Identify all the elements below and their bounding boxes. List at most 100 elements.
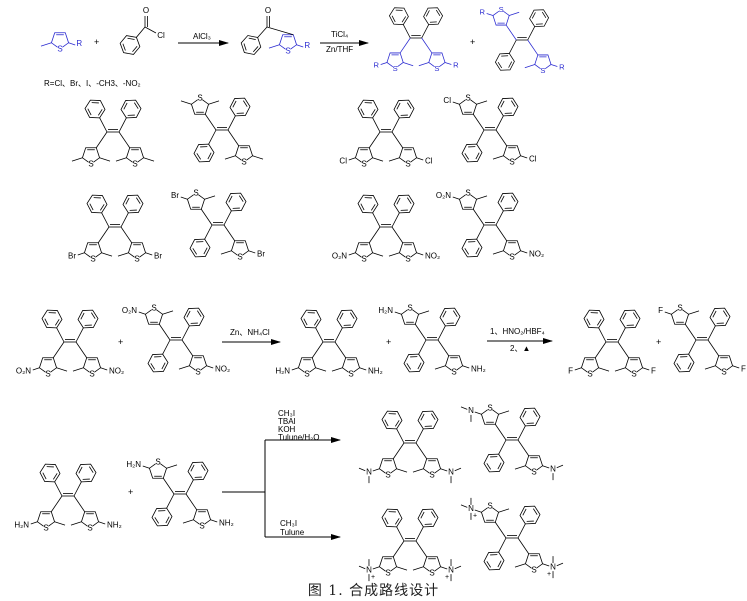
methyl-group [54, 521, 66, 526]
double-bond [360, 203, 365, 211]
ring-outline [119, 35, 141, 55]
ring-outline [422, 556, 442, 574]
double-bond [203, 247, 208, 255]
methyl-group [412, 566, 424, 571]
sulfur-bg [155, 459, 161, 465]
bond [421, 24, 430, 39]
double-bond [522, 508, 527, 516]
substituent-bond [98, 521, 106, 525]
bond [166, 493, 175, 509]
thiophene-ring: S [386, 52, 404, 73]
bond [52, 341, 65, 358]
substituent-label: NH₂ [219, 518, 234, 527]
ring-outline [125, 147, 145, 165]
sulfur-bg [498, 6, 504, 13]
sulfur-bg [429, 472, 435, 478]
bond [162, 478, 175, 495]
ring-outline [381, 508, 403, 528]
reagent-zn-nh4cl: Zn、NH₄Cl [230, 328, 270, 337]
bond [372, 212, 381, 228]
phenyl-ring [709, 307, 731, 327]
bond [334, 341, 347, 358]
double-bond [497, 462, 502, 470]
ring-outline [480, 505, 500, 523]
reagent-ch3i: CH₃I [278, 409, 295, 418]
sulfur-atom: S [499, 5, 504, 14]
substituent-bond [180, 196, 188, 200]
substituent-bond [138, 311, 146, 315]
ring-outline [80, 511, 100, 529]
ring-outline [393, 99, 415, 119]
substituent-bond [348, 252, 356, 256]
sulfur-atom: S [531, 566, 536, 575]
double-bond [676, 363, 682, 370]
bond [498, 439, 507, 455]
bond [707, 339, 720, 356]
double-bond [97, 109, 103, 116]
double-bond [622, 312, 627, 320]
benzoyl-chloride: OCl [119, 6, 165, 55]
double-bond [154, 517, 160, 524]
double-bond [531, 12, 536, 19]
phenyl-ring [77, 309, 99, 329]
substituent-label: O₂N [122, 306, 137, 315]
thiophene-ring: S [82, 357, 102, 379]
phenyl-ring [119, 35, 141, 55]
double-bond [238, 195, 244, 202]
bond [118, 131, 131, 148]
bond [227, 115, 236, 131]
thiophene-ring: S [502, 145, 522, 167]
ring-outline [494, 53, 515, 71]
methyl-group [268, 44, 280, 49]
double-bond [406, 102, 412, 109]
ring-outline [519, 407, 541, 427]
ring-outline [36, 511, 56, 529]
double-bond [420, 511, 425, 519]
sulfur-atom: S [132, 160, 137, 169]
double-bond [687, 362, 692, 370]
phenyl-ring [189, 238, 211, 258]
methyl-group [224, 155, 236, 160]
double-bond [435, 9, 441, 17]
methyl-group [396, 468, 408, 473]
substituent-label: R [479, 7, 485, 16]
ring-outline [534, 54, 552, 71]
thiophene-ring: S [400, 304, 420, 325]
phenyl-ring [388, 7, 409, 25]
ring-outline [229, 97, 251, 117]
substituent-label: N [448, 565, 454, 574]
sulfur-bg [509, 159, 515, 165]
phenyl-ring [86, 194, 108, 214]
thiophene-ring: S [378, 458, 398, 480]
bond [684, 324, 697, 341]
bond [120, 226, 133, 243]
ring-outline [497, 97, 519, 117]
bond [494, 424, 507, 441]
bond [418, 339, 427, 355]
thiophene-ring: S [624, 357, 644, 379]
methyl-group [514, 465, 526, 470]
sulfur-bg [43, 525, 49, 531]
methyl-group [182, 519, 194, 524]
reagent-toluene-water: Tulune/H₂O [278, 433, 320, 442]
bond [223, 210, 232, 226]
methyl-group [117, 252, 129, 257]
ring-outline [378, 556, 398, 574]
bond [311, 341, 324, 358]
substituent-label: H₂N [126, 460, 141, 469]
sulfur-bg [487, 503, 493, 509]
substituent-label: F [568, 366, 573, 375]
substituent-label: Cl [443, 96, 451, 105]
double-bond [384, 419, 389, 427]
sulfur-bg [197, 95, 203, 101]
bond [334, 327, 343, 343]
bond [372, 117, 381, 133]
double-bond [89, 203, 94, 211]
double-bond [500, 195, 505, 203]
sulfur-bg [677, 305, 683, 311]
ring-outline [673, 353, 695, 373]
double-bond [78, 466, 83, 474]
bond [396, 428, 405, 444]
double-bond [486, 463, 492, 470]
substituent-label: N [468, 504, 474, 513]
